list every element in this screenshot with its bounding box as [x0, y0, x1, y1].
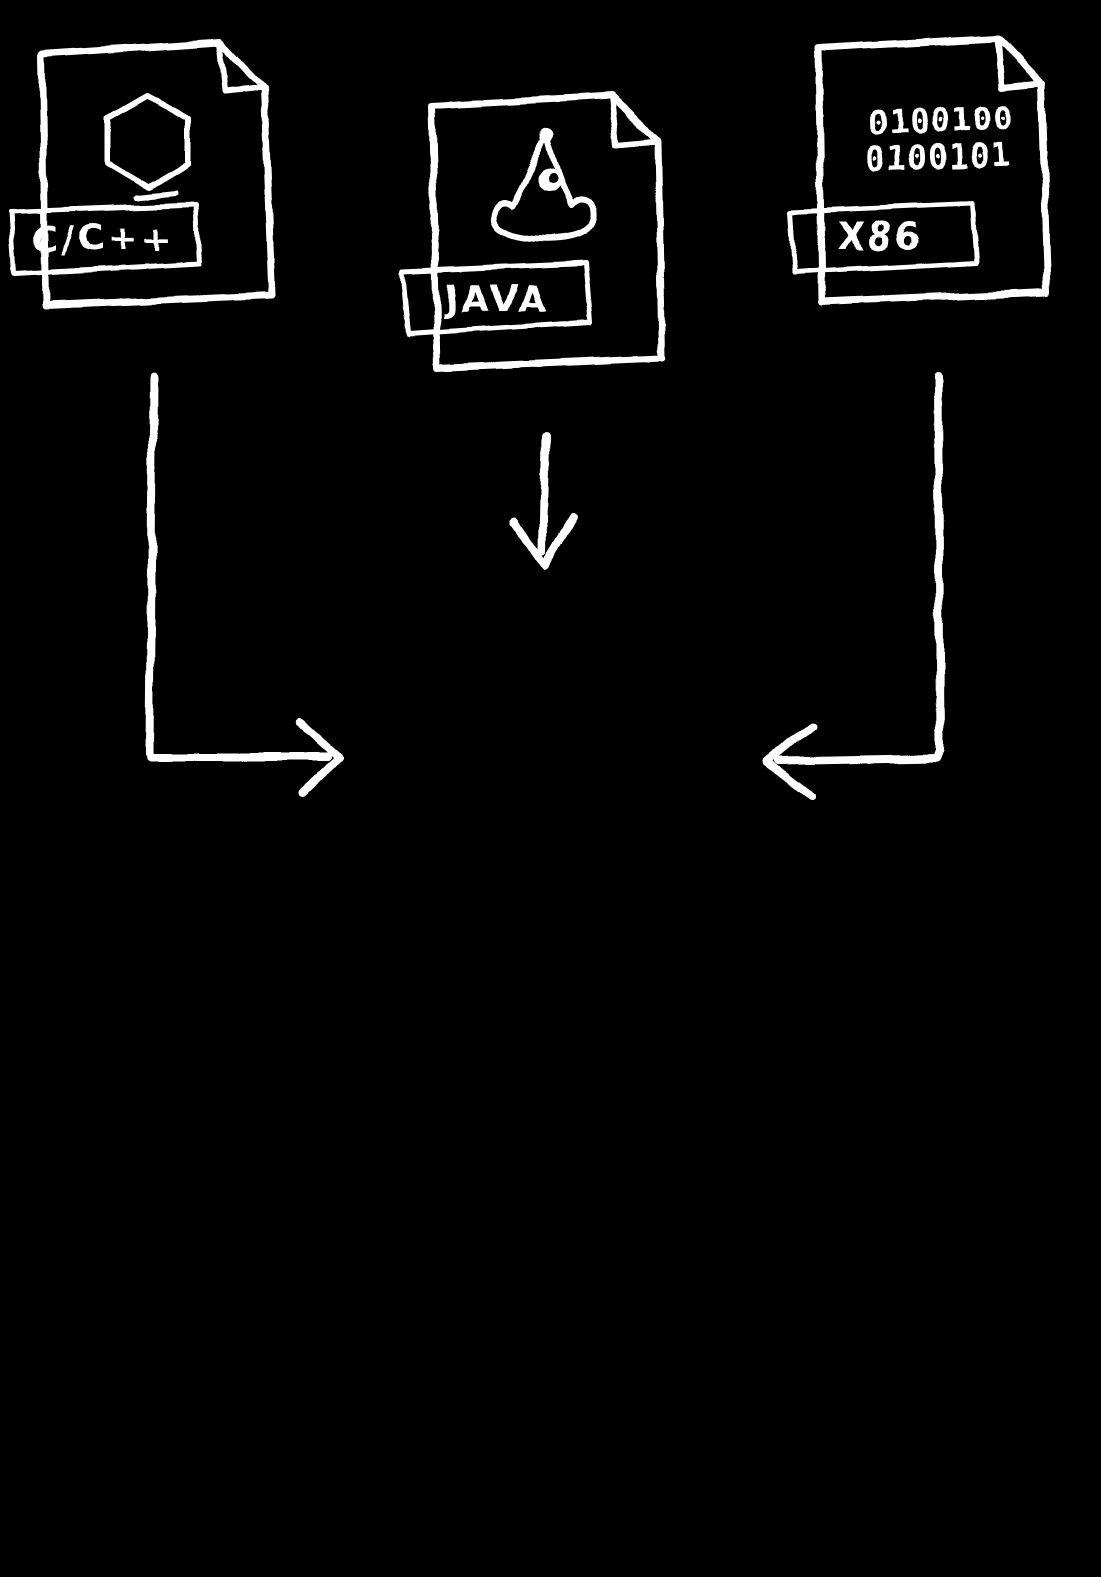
- binary-code-icon: 0100100 0100101: [865, 98, 1015, 179]
- x86-file-fold-icon: [995, 35, 1045, 91]
- duke-pupil-icon: [547, 173, 557, 183]
- hexagon-underline-icon: [133, 191, 177, 201]
- x86-binary-file: 0100100 0100101 X86: [787, 34, 1052, 306]
- x86-arrow-head-left-icon: [764, 722, 816, 800]
- java-file-outline-icon: [428, 92, 666, 372]
- cpp-label-banner: [7, 202, 202, 277]
- cpp-source-file: C/C++: [7, 38, 276, 310]
- cpp-label: C/C++: [32, 219, 173, 260]
- x86-label-banner: [787, 201, 979, 275]
- x86-arrow: [764, 372, 944, 800]
- duke-mascot-icon: [490, 127, 597, 243]
- cpp-file-outline-icon: [38, 38, 276, 310]
- x86-file-outline-icon: [814, 34, 1052, 306]
- java-arrow-head-down-icon: [511, 514, 578, 570]
- hexagon-icon: [105, 93, 191, 191]
- binary-line-2: 0100101: [865, 135, 1012, 179]
- cpp-arrow: [146, 374, 344, 798]
- cpp-arrow-line: [146, 374, 332, 761]
- java-source-file: JAVA: [399, 92, 666, 372]
- duke-nose-icon: [540, 127, 554, 141]
- java-file-fold-icon: [609, 93, 661, 149]
- binary-line-1: 0100100: [867, 98, 1014, 142]
- x86-label: X86: [837, 217, 924, 258]
- java-arrow-line: [539, 433, 549, 556]
- x86-arrow-line: [776, 372, 944, 765]
- java-arrow: [511, 433, 578, 570]
- java-label: JAVA: [442, 279, 549, 320]
- cpp-file-fold-icon: [217, 39, 267, 95]
- cpp-arrow-head-right-icon: [296, 718, 344, 798]
- java-label-banner: [399, 261, 593, 337]
